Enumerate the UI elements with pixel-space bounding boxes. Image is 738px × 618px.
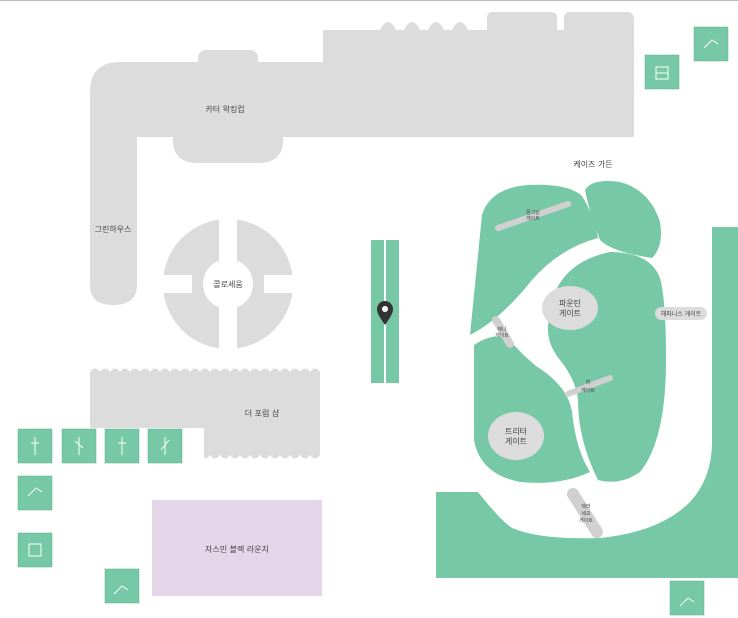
label-colosseum: 콜로세움: [213, 280, 242, 289]
label-fountain-1: 파운틴: [559, 298, 581, 308]
label-forum-shop: 더 포럼 샵: [245, 408, 280, 418]
label-gate1-1: 문그린: [526, 209, 540, 216]
shop-icon[interactable]: [644, 54, 680, 90]
label-gate3-2: 게이트: [581, 387, 595, 394]
label-tree-2: 게이트: [505, 436, 527, 446]
label-keys-garden: 케이즈 가든: [573, 159, 612, 169]
building-jasmine-lounge[interactable]: [152, 500, 322, 596]
label-fountain-2: 게이트: [559, 308, 581, 318]
gate-pill-3[interactable]: 허 게이트: [565, 375, 613, 397]
label-greenhouse: 그린하우스: [95, 224, 132, 234]
building-greenhouse[interactable]: [90, 137, 137, 305]
location-pin-icon[interactable]: [377, 301, 393, 325]
label-carter: 카터 왁킹컵: [205, 104, 244, 114]
label-gate2-2: 게이트: [495, 332, 509, 339]
label-gate4-1: 핵러: [581, 503, 590, 510]
terrace-fountain[interactable]: [542, 286, 598, 330]
label-bahamas-gate: 해파니스 게이트: [661, 310, 702, 318]
terrace-tree[interactable]: [488, 412, 544, 460]
gate-pill-4[interactable]: 핵러 세오 게이트: [567, 488, 603, 538]
elevator-icon[interactable]: [17, 475, 53, 511]
label-gate4-3: 게이트: [579, 517, 593, 524]
tile-glyphs: [27, 39, 719, 607]
building-carter[interactable]: [90, 12, 634, 163]
label-tree-1: 트리터: [505, 427, 527, 436]
bahamas-gate[interactable]: 해파니스 게이트: [655, 307, 707, 320]
label-gate4-2: 세오: [581, 510, 591, 517]
label-gate3-1: 허: [586, 379, 591, 386]
gate-pill-2[interactable]: 헤니 게이트: [492, 316, 514, 348]
building-colosseum[interactable]: [142, 214, 314, 354]
elevator-icon[interactable]: [693, 26, 729, 62]
label-gate1-2: 게이트: [526, 215, 540, 222]
stairs-icon[interactable]: [669, 580, 705, 616]
gate-pill-1[interactable]: 문그린 게이트: [495, 201, 571, 231]
label-jasmine-lounge: 자스민 블렉 라운지: [205, 544, 269, 554]
building-forum-shop[interactable]: [90, 368, 320, 459]
label-gate2-1: 헤니: [497, 326, 506, 333]
shop-icon[interactable]: [17, 532, 53, 568]
